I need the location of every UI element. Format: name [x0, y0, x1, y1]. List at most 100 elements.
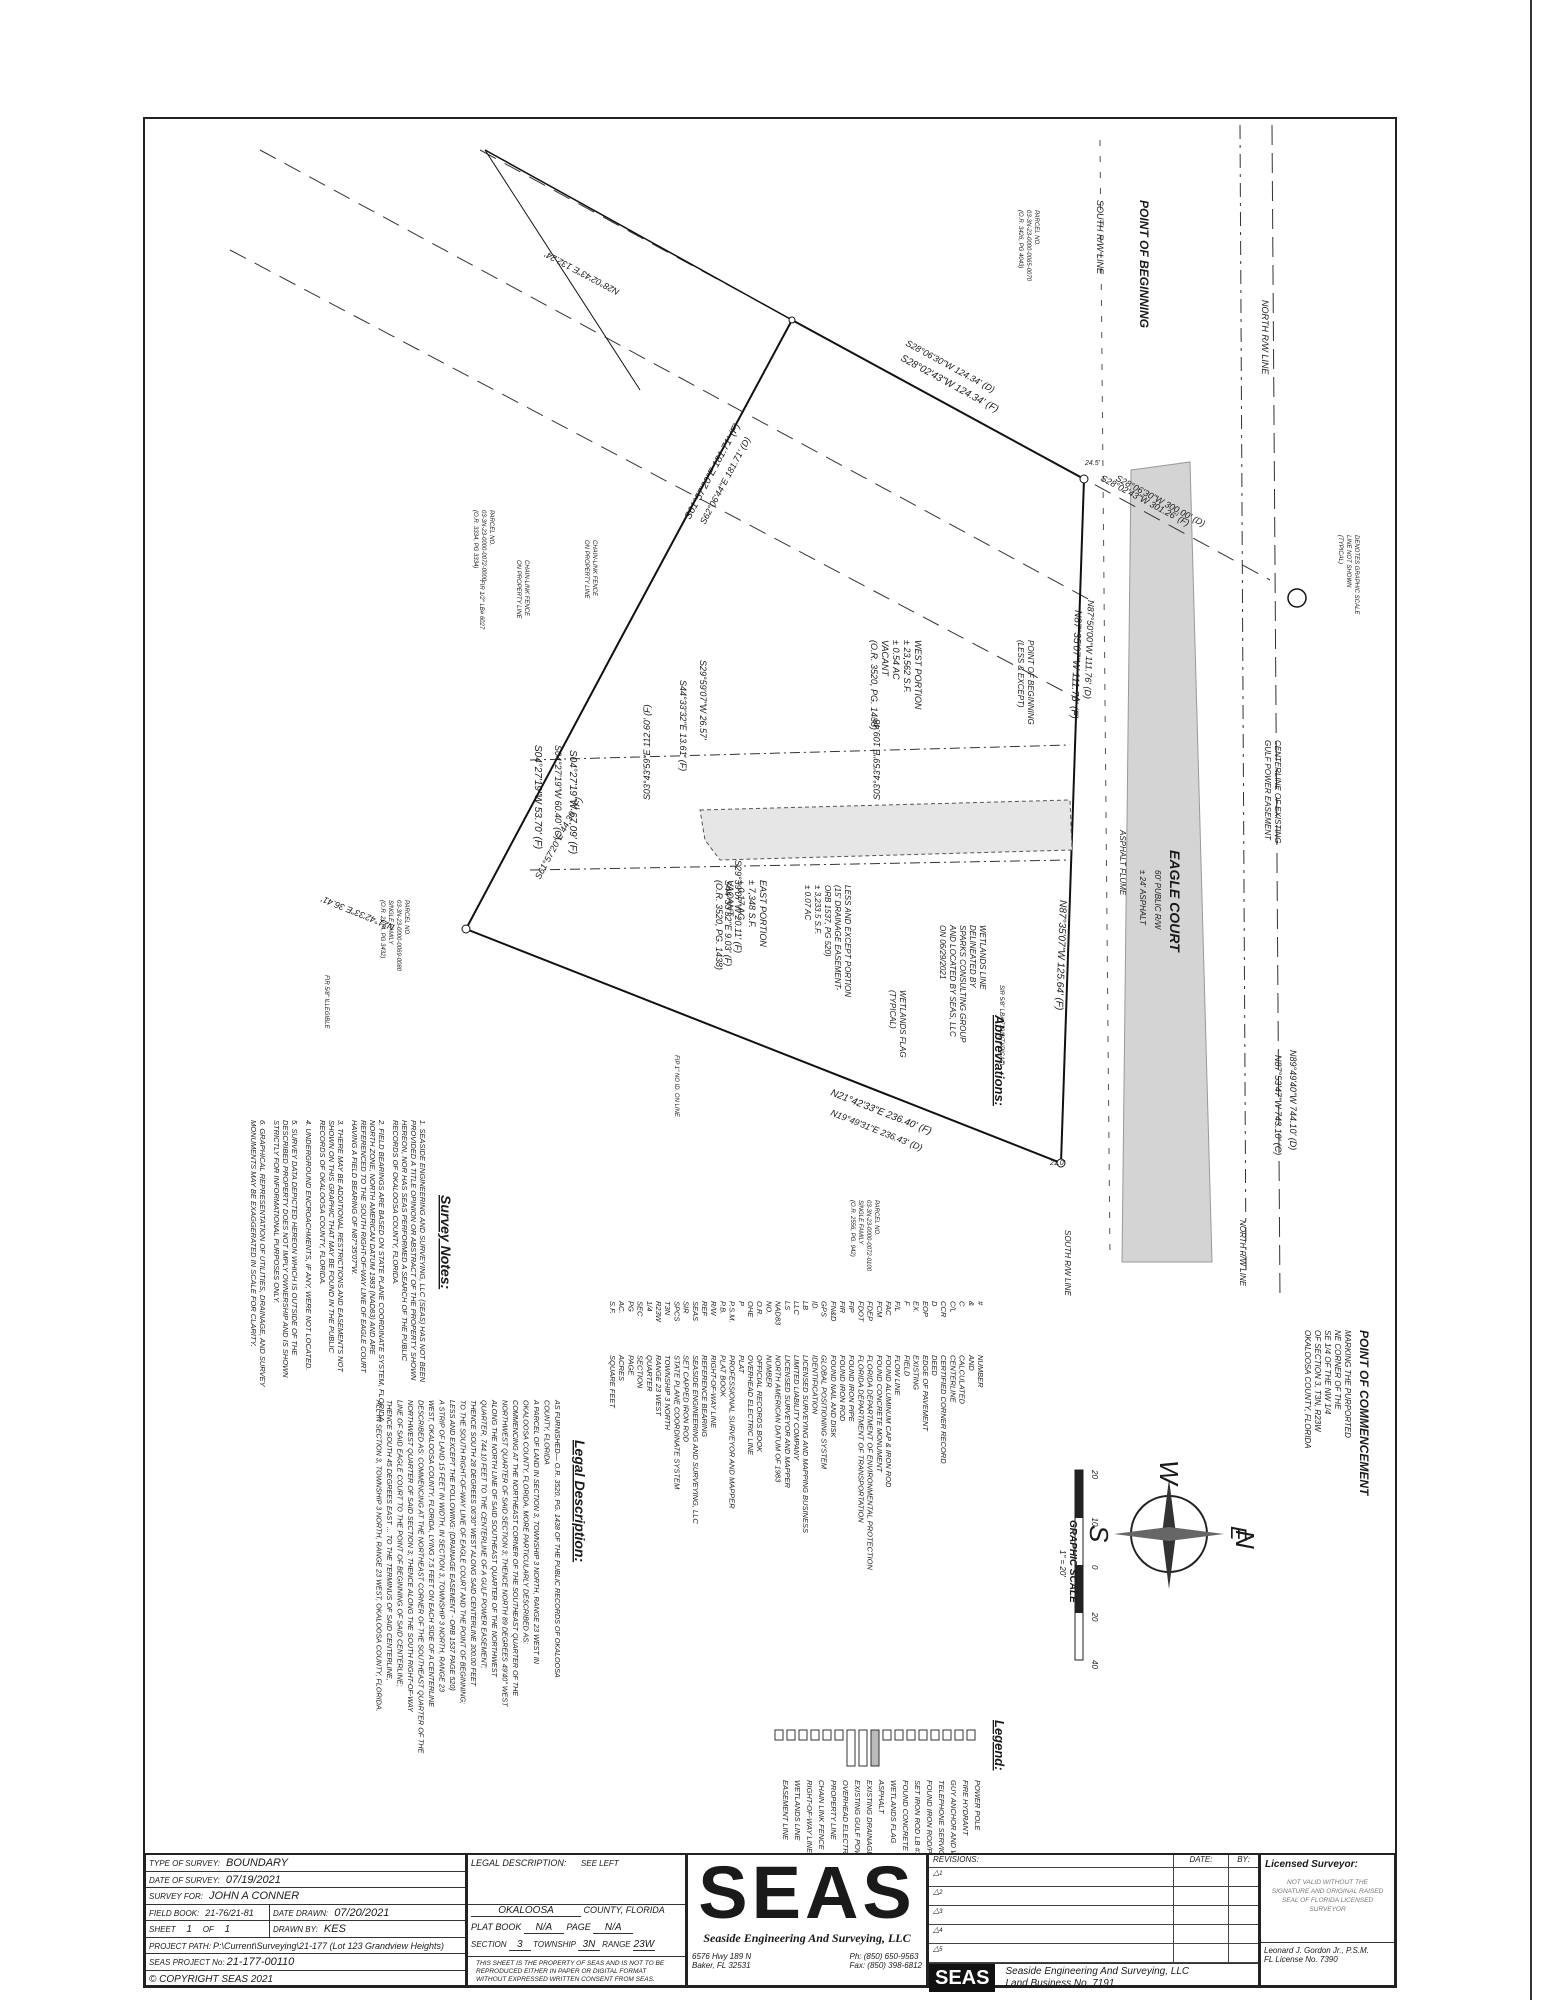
revision-triangle-icon: △: [933, 1944, 940, 1953]
abbreviation-key: O.R.: [755, 1301, 764, 1316]
license-number: FL License No. 7390: [1264, 1955, 1338, 1964]
survey-note-line: 6. GRAPHICAL REPRESENTATION OF UTILITIES…: [258, 1120, 267, 1388]
legend-item: WETLANDS FLAG: [889, 1780, 898, 1844]
legend-title: Legend:: [992, 1720, 1007, 1771]
footer-seas-logo: SEAS: [929, 1964, 996, 1992]
scale-tick-label: 20: [1090, 1612, 1099, 1622]
legend-item: PROPERTY LINE: [829, 1780, 838, 1841]
legend-symbol: [774, 1729, 784, 1741]
chain-link-label: ON PROPERTY LINE: [583, 540, 589, 599]
parcel-label: 03-3N-23-0000-0065-0070: [1025, 210, 1031, 282]
abbreviation-definition: FOUND CONCRETE MONUMENT: [875, 1355, 884, 1473]
fir-label: FIR 5/8" ILLEGIBLE: [323, 975, 329, 1029]
legend-symbol: [906, 1729, 916, 1741]
abbreviation-definition: FOUND IRON PIPE: [847, 1355, 856, 1423]
abbreviation-definition: SEASIDE ENGINEERING AND SURVEYING, LLC: [691, 1355, 700, 1524]
revision-number: 4: [939, 1928, 943, 1934]
revision-triangle-icon: △: [933, 1887, 940, 1896]
abbreviation-key: FN&D: [829, 1301, 838, 1322]
survey-note-line: HAVING A FIELD BEARING OF N87°35'07"W.: [350, 1120, 359, 1275]
legend-symbol: [930, 1729, 940, 1741]
legal-description-line: THENCE SOUTH 45 DEGREES EAST ... TO THE …: [385, 1400, 394, 1681]
abbreviation-key: P: [737, 1301, 746, 1306]
abbreviation-definition: STATE PLANE COORDINATE SYSTEM: [672, 1355, 681, 1490]
bearing: S04°27'19"W 60.40' (C): [553, 745, 563, 840]
legend-item: FIRE HYDRANT: [961, 1780, 970, 1837]
north-arrow-icon: E: [1114, 1479, 1251, 1589]
scale-tick-label: 40: [1090, 1660, 1099, 1669]
abbreviation-definition: FLORIDA DEPARTMENT OF ENVIRONMENTAL PROT…: [866, 1355, 875, 1570]
abbreviation-definition: NUMBER: [976, 1355, 985, 1388]
asphalt-flume-label: ASPHALT FLUME: [1118, 829, 1127, 896]
abbreviation-key: EOP: [921, 1301, 930, 1317]
phone: Ph: (850) 650-9563: [849, 1952, 919, 1961]
fir-label: FIR 1/2" LB# 6027: [478, 580, 484, 630]
line-b8: [484, 149, 641, 391]
parcel-label: 03-3N-23-0000-0072-0100: [865, 1200, 871, 1272]
abbreviation-key: F/L: [893, 1301, 902, 1312]
parcel-label: 03-3N-23-0000-0069-0080: [395, 900, 401, 972]
east-portion-label: ± 7,348 S.F.: [747, 880, 757, 928]
revision-number: 2: [939, 1890, 943, 1896]
legend-symbol: [858, 1729, 868, 1767]
township: 3N: [577, 1939, 600, 1951]
company-name: Seaside Engineering And Surveying, LLC: [703, 1931, 911, 1945]
parcel-label: PARCEL NO.: [1033, 210, 1039, 246]
legend-symbol: [894, 1729, 904, 1741]
abbreviation-definition: LICENSED SURVEYING AND MAPPING BUSINESS: [801, 1355, 810, 1533]
survey-point: [461, 924, 471, 934]
land-business-number: Land Business No. 7191: [1005, 1978, 1115, 1989]
label: SEAS PROJECT No:: [149, 1958, 225, 1967]
dimension: 24.5': [1084, 460, 1101, 467]
type-of-survey: BOUNDARY: [225, 1857, 288, 1869]
sir-label: SIR 5/8" LB# 7191 (TYPICAL): [998, 985, 1004, 1065]
revision-row: △4: [929, 1925, 1258, 1944]
bearing: S03°43'59"E 109.48': [872, 717, 882, 800]
survey-note-line: RECORDS OF OKALOOSA COUNTY, FLORIDA.: [391, 1120, 400, 1285]
parcel-label: (O.R. 2974, PG 3432): [379, 900, 385, 958]
fip-label: FIP 1" NO ID. ON LINE: [673, 1055, 679, 1118]
revision-triangle-icon: △: [933, 1868, 940, 1877]
abbreviation-definition: IDENTIFICATION: [810, 1355, 819, 1415]
legend-item: WETLANDS LINE: [793, 1780, 802, 1841]
abbreviation-definition: NUMBER: [764, 1355, 773, 1388]
abbreviation-key: EX.: [912, 1301, 921, 1313]
abbreviation-key: SEC: [636, 1301, 645, 1317]
bearing: S04°27'19"W 67.09' (F): [567, 750, 578, 854]
wetlands-line-label: SPARKS CONSULTING GROUP: [958, 925, 967, 1043]
survey-note-line: 1. SEASIDE ENGINEERING AND SURVEYING, LL…: [418, 1120, 427, 1383]
county: OKALOOSA: [471, 1905, 581, 1917]
legend-item: GUY ANCHOR AND WIRE: [949, 1780, 958, 1871]
legend-item: ASPHALT: [877, 1779, 886, 1815]
survey-note-line: HEREON, NOR HAS SEAS PERFORMED A SEARCH …: [400, 1120, 409, 1362]
west-portion-label: ± 23,562 S.F.: [902, 640, 912, 693]
compass-n: N: [1230, 1530, 1260, 1549]
legal-description-line: AS FURNISHED— O.R. 3520, PG. 1438 OF THE…: [553, 1399, 562, 1678]
bearing: S44°33'32"E 9.03' (F): [723, 880, 733, 966]
field-book: 21-76/21-81: [205, 1907, 254, 1918]
revision-triangle-icon: △: [933, 1925, 940, 1934]
revision-row: △2: [929, 1887, 1258, 1906]
legal-description-title: Legal Description:: [572, 1440, 588, 1562]
abbreviation-key: P.B.: [718, 1301, 727, 1314]
abbreviation-key: SEAS: [691, 1301, 700, 1321]
wetlands-flag-label: (TYPICAL): [888, 990, 897, 1029]
abbreviation-key: AC.: [617, 1300, 626, 1314]
abbreviation-key: S.F.: [608, 1301, 617, 1314]
south-rw-label: SOUTH R/W LINE: [1063, 1230, 1072, 1296]
overhead-electric: [1099, 139, 1111, 1261]
legal-description-line: COMMENCING AT THE NORTHEAST CORNER OF TH…: [511, 1400, 520, 1696]
label: DATE OF SURVEY:: [149, 1875, 220, 1885]
compass-w: W: [1154, 1460, 1184, 1487]
centerline-easement-label: GULF POWER EASEMENT: [1263, 740, 1272, 841]
survey-note-line: NORTH ZONE, NORTH AMERICAN DATUM 1983 (N…: [368, 1120, 377, 1356]
west-portion-label: (O.R. 3520, PG. 1438): [869, 640, 879, 730]
legend-item: SET IRON ROD LB #7191: [913, 1780, 922, 1868]
drawn-by: KES: [323, 1923, 346, 1935]
abbreviation-key: F: [902, 1301, 911, 1306]
easement-line: [259, 149, 1091, 601]
poc-description: SE 1/4 OF THE NW 1/4: [1323, 1330, 1332, 1415]
abbreviation-key: NAD83: [774, 1301, 783, 1326]
revisions-block: REVISIONS:DATE:BY: △1△2△3△4△5 SEAS Seasi…: [927, 1853, 1260, 1992]
